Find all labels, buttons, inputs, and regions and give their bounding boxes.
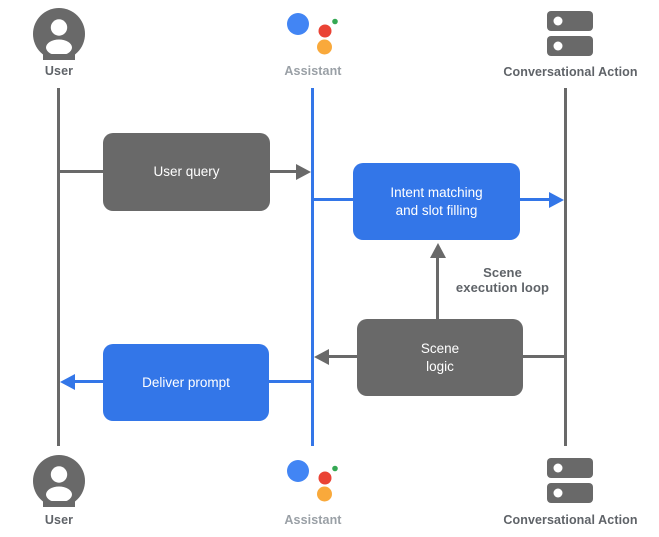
assistant-lifeline (311, 88, 314, 446)
server-icon (547, 458, 593, 508)
arrowhead-intent-matching-to-conversational-action (549, 191, 564, 208)
deliver-prompt-box: Deliver prompt (103, 344, 269, 421)
connector-scene-logic-to-intent-matching (436, 256, 439, 319)
conversational-action-label: Conversational Action (503, 513, 638, 527)
connector-assistant-to-deliver-prompt (269, 380, 311, 383)
conversational-action-lifeline (564, 88, 567, 446)
arrowhead-scene-logic-to-intent-matching (429, 243, 446, 258)
scene-execution-loop-line2: execution loop (455, 280, 550, 295)
scene-execution-loop-note: Scene execution loop (432, 265, 573, 295)
deliver-prompt-label: Deliver prompt (142, 374, 230, 390)
connector-deliver-prompt-to-user (75, 380, 103, 383)
intent-matching-label-line2: and slot filling (395, 202, 478, 218)
user-query-box: User query (103, 133, 270, 211)
assistant-icon (282, 5, 340, 62)
arrowhead-scene-logic-to-assistant (314, 348, 329, 365)
arrowhead-deliver-prompt-to-user (60, 373, 75, 390)
user-label: User (44, 513, 74, 527)
assistant-label: Assistant (284, 64, 342, 78)
arrowhead-user-query-to-assistant (296, 163, 311, 180)
user-lifeline (57, 88, 60, 446)
intent-matching-label-line1: Intent matching (390, 184, 483, 200)
connector-conversational-action-to-scene-logic (523, 355, 564, 358)
assistant-icon (282, 452, 340, 509)
scene-logic-box: Scene logic (357, 319, 523, 396)
user-icon (33, 8, 85, 65)
connector-intent-matching-to-conversational-action (520, 198, 549, 201)
conversational-action-label: Conversational Action (503, 65, 638, 79)
connector-assistant-to-intent-matching (314, 198, 353, 201)
connector-scene-logic-to-assistant (329, 355, 357, 358)
intent-matching-box: Intent matching and slot filling (353, 163, 520, 240)
server-icon (547, 11, 593, 61)
scene-execution-loop-line1: Scene (483, 265, 522, 280)
user-icon (33, 455, 85, 512)
connector-user-query-to-assistant (270, 170, 296, 173)
scene-logic-label-line1: Scene (420, 340, 460, 356)
connector-user-to-user-query (58, 170, 103, 173)
assistant-label: Assistant (284, 513, 342, 527)
scene-logic-label-line2: logic (426, 358, 454, 374)
user-query-label: User query (153, 164, 220, 179)
user-label: User (44, 64, 74, 78)
